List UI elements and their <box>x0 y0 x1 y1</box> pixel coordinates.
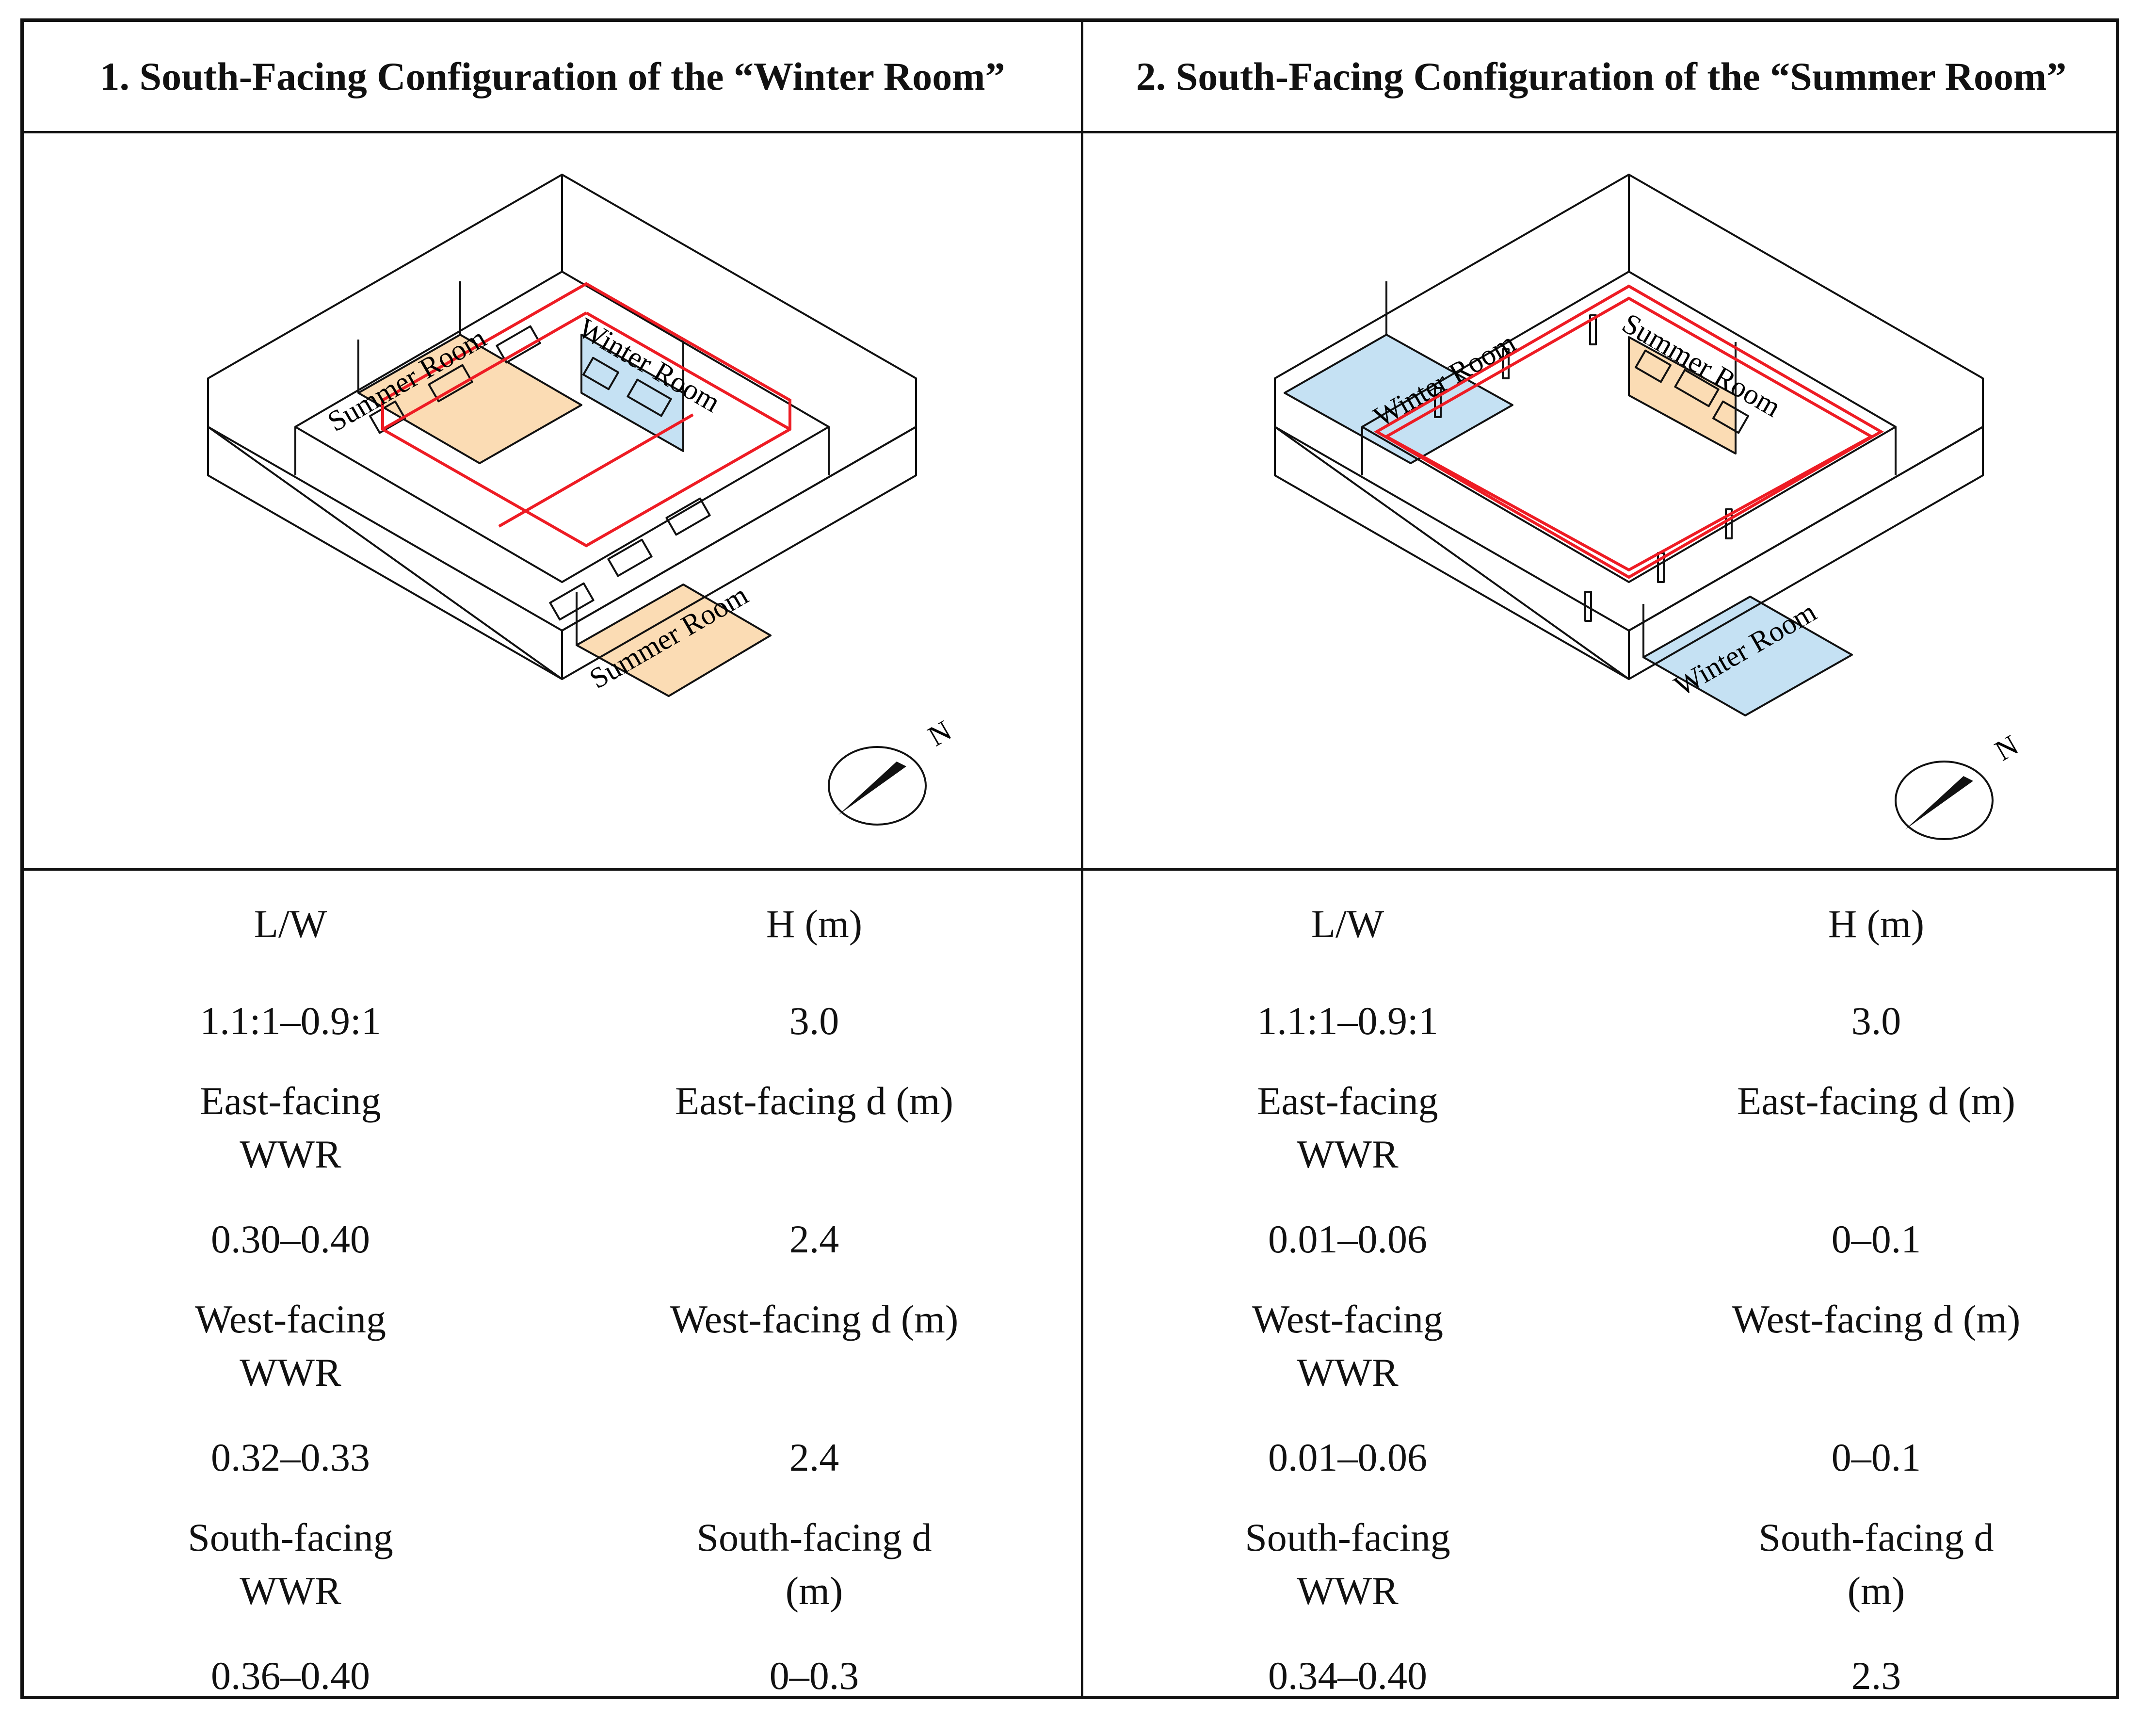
configuration-table: 1. South-Facing Configuration of the “Wi… <box>20 18 2119 1699</box>
table-cell: West-facing d (m) <box>1732 1297 2021 1341</box>
table-cell: West-facing d (m) <box>670 1297 959 1341</box>
table-cell: L/W <box>1311 902 1384 946</box>
diagram-divider <box>24 868 2116 871</box>
table-cell: South-facing d (m) <box>1758 1515 1994 1613</box>
table-cell: East-facing d (m) <box>1737 1079 2015 1123</box>
summer-room-shading <box>1628 336 1737 454</box>
table-cell: 2.4 <box>789 1217 839 1261</box>
summer-room-shading <box>357 334 582 464</box>
table-cell: 3.0 <box>789 999 839 1043</box>
table-cell: 0–0.1 <box>1831 1435 1921 1479</box>
winter-room-shading <box>1642 596 1853 716</box>
table-cell: 0–0.3 <box>769 1654 859 1698</box>
table-cell: South-facing WWR <box>1245 1515 1450 1613</box>
table-cell: 0.01–0.06 <box>1268 1435 1427 1479</box>
table-cell: 2.4 <box>789 1435 839 1479</box>
table-cell: West-facing WWR <box>194 1297 386 1395</box>
north-label: N <box>923 714 957 752</box>
table-cell: L/W <box>254 902 327 946</box>
table-cell: South-facing d (m) <box>696 1515 932 1613</box>
table-cell: 2.3 <box>1851 1654 1901 1698</box>
table-cell: East-facing WWR <box>200 1079 381 1176</box>
table-cell: 0.30–0.40 <box>211 1217 370 1261</box>
winter-room-shading <box>580 334 684 452</box>
column-divider <box>1081 22 1083 1696</box>
column-2-title: 2. South-Facing Configuration of the “Su… <box>1136 54 2067 98</box>
table-cell: 0.36–0.40 <box>211 1654 370 1698</box>
winter-room-configuration-diagram: Summer Room Winter Room Summer Room N <box>207 174 957 826</box>
table-cell: East-facing WWR <box>1257 1079 1438 1176</box>
header-divider <box>24 131 2116 133</box>
table-cell: 3.0 <box>1851 999 1901 1043</box>
table-cell: East-facing d (m) <box>675 1079 953 1123</box>
north-arrow-icon: N <box>828 714 957 826</box>
table-cell: 1.1:1–0.9:1 <box>1257 999 1438 1043</box>
table-cell: West-facing WWR <box>1252 1297 1444 1395</box>
north-label: N <box>1990 729 2024 767</box>
summer-room-configuration-diagram: Winter Room Summer Room Winter Room N <box>1274 174 2024 840</box>
table-cell: 0.34–0.40 <box>1268 1654 1427 1698</box>
table-cell: 0.01–0.06 <box>1268 1217 1427 1261</box>
column-1-title: 1. South-Facing Configuration of the “Wi… <box>99 54 1005 98</box>
table-cell: 1.1:1–0.9:1 <box>200 999 381 1043</box>
table-cell: H (m) <box>1828 902 1925 946</box>
table-cell: 0–0.1 <box>1831 1217 1921 1261</box>
winter-room-shading <box>1284 334 1513 464</box>
highlighted-room-outline <box>1373 284 1884 579</box>
table-cell: South-facing WWR <box>188 1515 393 1613</box>
summer-room-shading <box>576 584 772 697</box>
table-cell: H (m) <box>766 902 863 946</box>
north-arrow-icon: N <box>1895 729 2024 840</box>
highlighted-room-outline <box>381 282 791 548</box>
table-cell: 0.32–0.33 <box>211 1435 370 1479</box>
